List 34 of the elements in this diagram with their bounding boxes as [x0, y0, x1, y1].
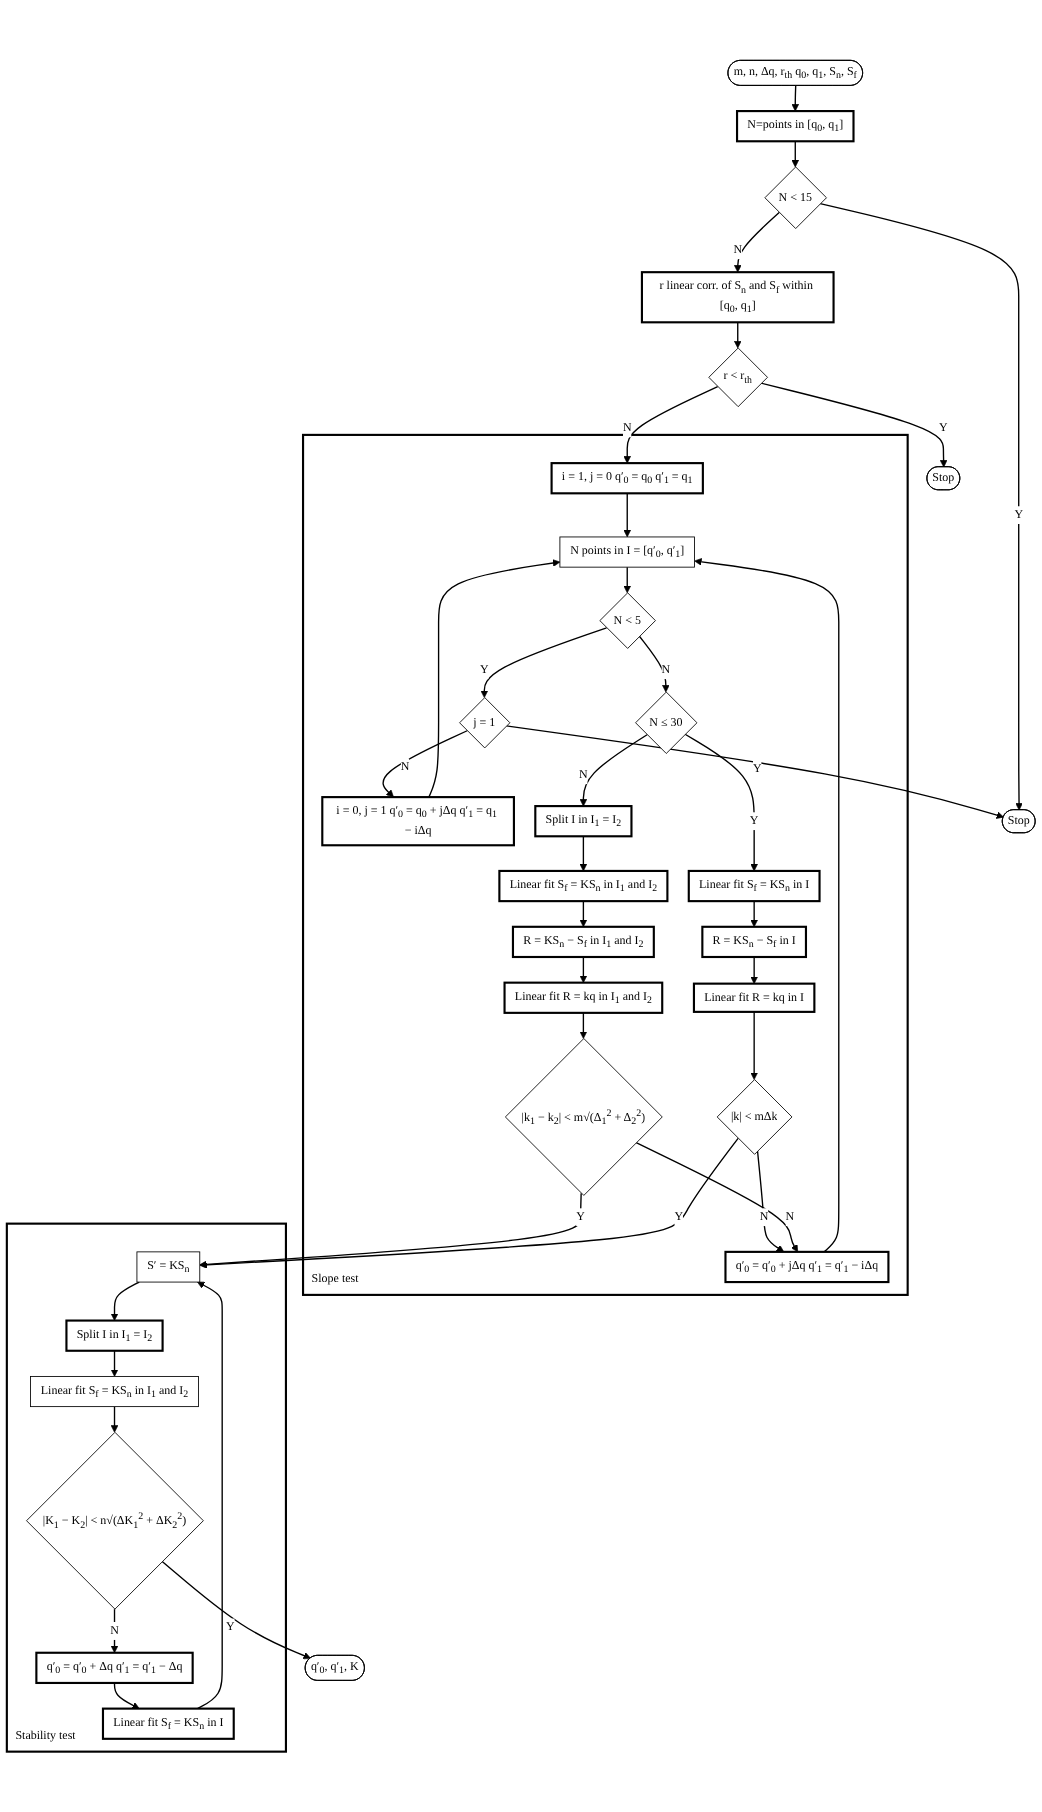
- arrow: [579, 734, 648, 807]
- arrow: [791, 140, 800, 168]
- arrow: [428, 559, 561, 798]
- arrow: [480, 627, 608, 698]
- arrow: [750, 900, 758, 928]
- arrow: [199, 1137, 739, 1269]
- arrow: [635, 1141, 799, 1253]
- arrow: [760, 382, 948, 468]
- arrow: [623, 566, 631, 594]
- arrow: [638, 635, 670, 693]
- arrow: [623, 492, 631, 538]
- arrow: [110, 1405, 119, 1433]
- arrow: [819, 202, 1023, 811]
- arrow: [161, 1560, 311, 1660]
- arrow: [694, 558, 840, 1253]
- arrow: [734, 321, 742, 349]
- arrow: [791, 85, 800, 112]
- arrow: [382, 730, 468, 798]
- arrow: [623, 385, 719, 464]
- arrow: [110, 1281, 140, 1321]
- arrow: [579, 1012, 588, 1039]
- arrow: [196, 1281, 223, 1710]
- arrow: [579, 835, 588, 872]
- arrow: [756, 1150, 785, 1253]
- arrow: [110, 1608, 119, 1654]
- arrow: [750, 956, 758, 984]
- arrow: [110, 1350, 119, 1377]
- arrow: [113, 1682, 140, 1709]
- arrow: [579, 956, 588, 983]
- arrow: [734, 211, 780, 273]
- arrow: [684, 733, 758, 872]
- arrow: [750, 1011, 758, 1080]
- arrow: [505, 725, 1004, 819]
- arrow: [579, 900, 588, 928]
